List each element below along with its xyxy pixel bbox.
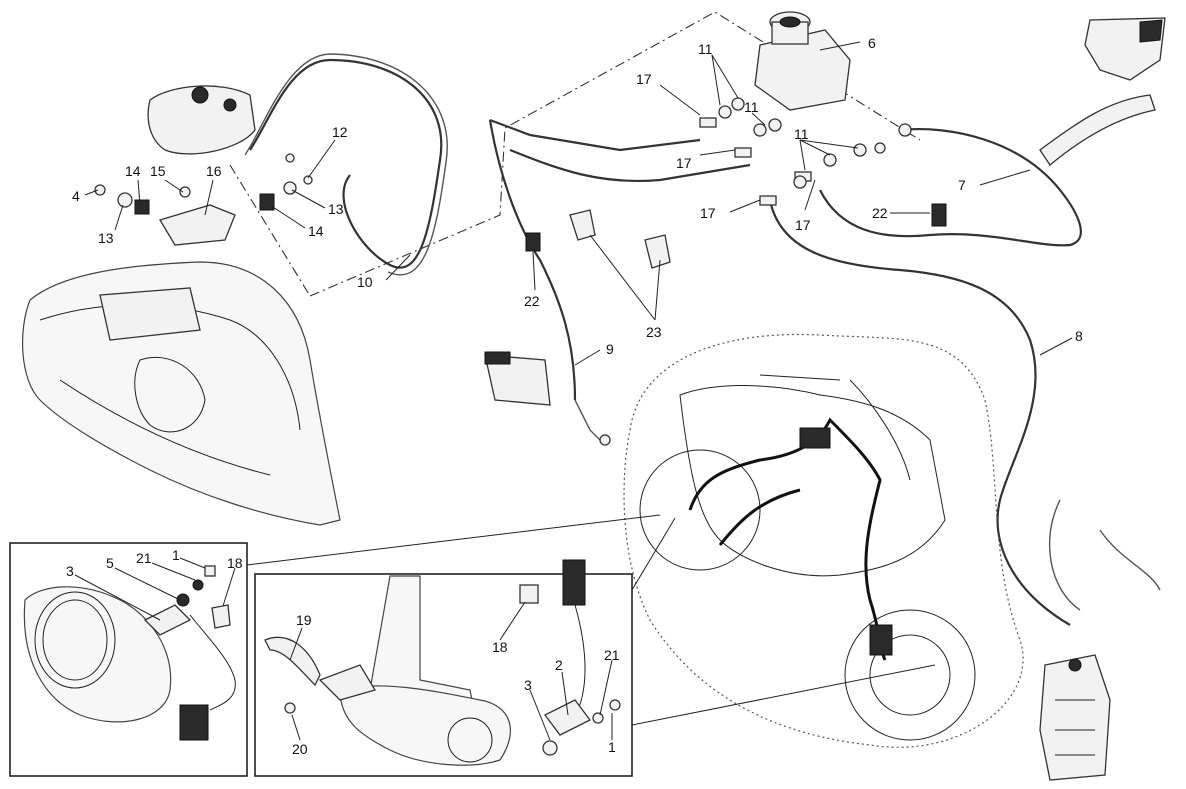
- callout-1: 1: [608, 739, 616, 755]
- callout-11: 11: [744, 99, 759, 115]
- motorcycle-region-outline: [623, 333, 1024, 748]
- inset-connector-mid-bottom: [631, 664, 936, 726]
- callout-16: 16: [206, 163, 222, 179]
- callout-17: 17: [636, 71, 652, 87]
- hose-7: [819, 128, 1082, 247]
- airbox-housing: [22, 261, 341, 526]
- small-fasteners: [94, 97, 947, 446]
- inset-middle-parts: [264, 559, 621, 766]
- hose-abs-rear: [489, 118, 701, 152]
- callout-22: 22: [872, 205, 888, 221]
- callout-18: 18: [492, 639, 508, 655]
- inset-connector-mid-top: [631, 517, 676, 591]
- hose-8: [768, 199, 1071, 626]
- callout-13: 13: [328, 201, 344, 217]
- callout-7: 7: [958, 177, 966, 193]
- callout-10: 10: [357, 274, 373, 290]
- callout-6: 6: [868, 35, 876, 51]
- callout-20: 20: [292, 741, 308, 757]
- callout-17: 17: [795, 217, 811, 233]
- motorcycle-illustration: [639, 374, 976, 741]
- callout-12: 12: [332, 124, 348, 140]
- hose-9: [488, 119, 577, 401]
- callout-5: 5: [106, 555, 114, 571]
- callout-3: 3: [66, 563, 74, 579]
- callout-14: 14: [125, 163, 141, 179]
- callout-23: 23: [646, 324, 662, 340]
- callout-13: 13: [98, 230, 114, 246]
- rear-brake-caliper: [147, 85, 256, 155]
- callout-2: 2: [555, 657, 563, 673]
- callout-3: 3: [524, 677, 532, 693]
- callout-4: 4: [72, 188, 80, 204]
- callout-14: 14: [308, 223, 324, 239]
- front-master-cylinder: [1039, 17, 1166, 166]
- callout-9: 9: [606, 341, 614, 357]
- callout-8: 8: [1075, 328, 1083, 344]
- callout-17: 17: [676, 155, 692, 171]
- callout-19: 19: [296, 612, 312, 628]
- inset-connector-left: [246, 514, 661, 566]
- hose-abs-rear-2: [509, 148, 751, 183]
- callout-1: 1: [172, 547, 180, 563]
- callout-21: 21: [604, 647, 620, 663]
- front-brake-caliper: [1039, 654, 1111, 781]
- callout-22: 22: [524, 293, 540, 309]
- callout-18: 18: [227, 555, 243, 571]
- callout-labels: 6 11 17 11 17 11 17 17 7 22 8 9 10 22 23…: [66, 35, 1083, 757]
- hose-9-lower: [574, 399, 601, 441]
- callout-21: 21: [136, 550, 152, 566]
- abs-modulator-unit: [754, 11, 851, 111]
- hose-10: [249, 58, 443, 269]
- hose-10-outer: [244, 53, 448, 276]
- callout-11: 11: [698, 41, 713, 57]
- leader-lines: [74, 41, 1073, 741]
- abs-group-frame-lower: [229, 164, 311, 297]
- rear-master-cylinder: [484, 351, 551, 406]
- inset-left-parts: [23, 565, 236, 741]
- hose-front-right: [1048, 499, 1161, 611]
- callout-17: 17: [700, 205, 716, 221]
- callout-11: 11: [794, 126, 809, 142]
- callout-15: 15: [150, 163, 166, 179]
